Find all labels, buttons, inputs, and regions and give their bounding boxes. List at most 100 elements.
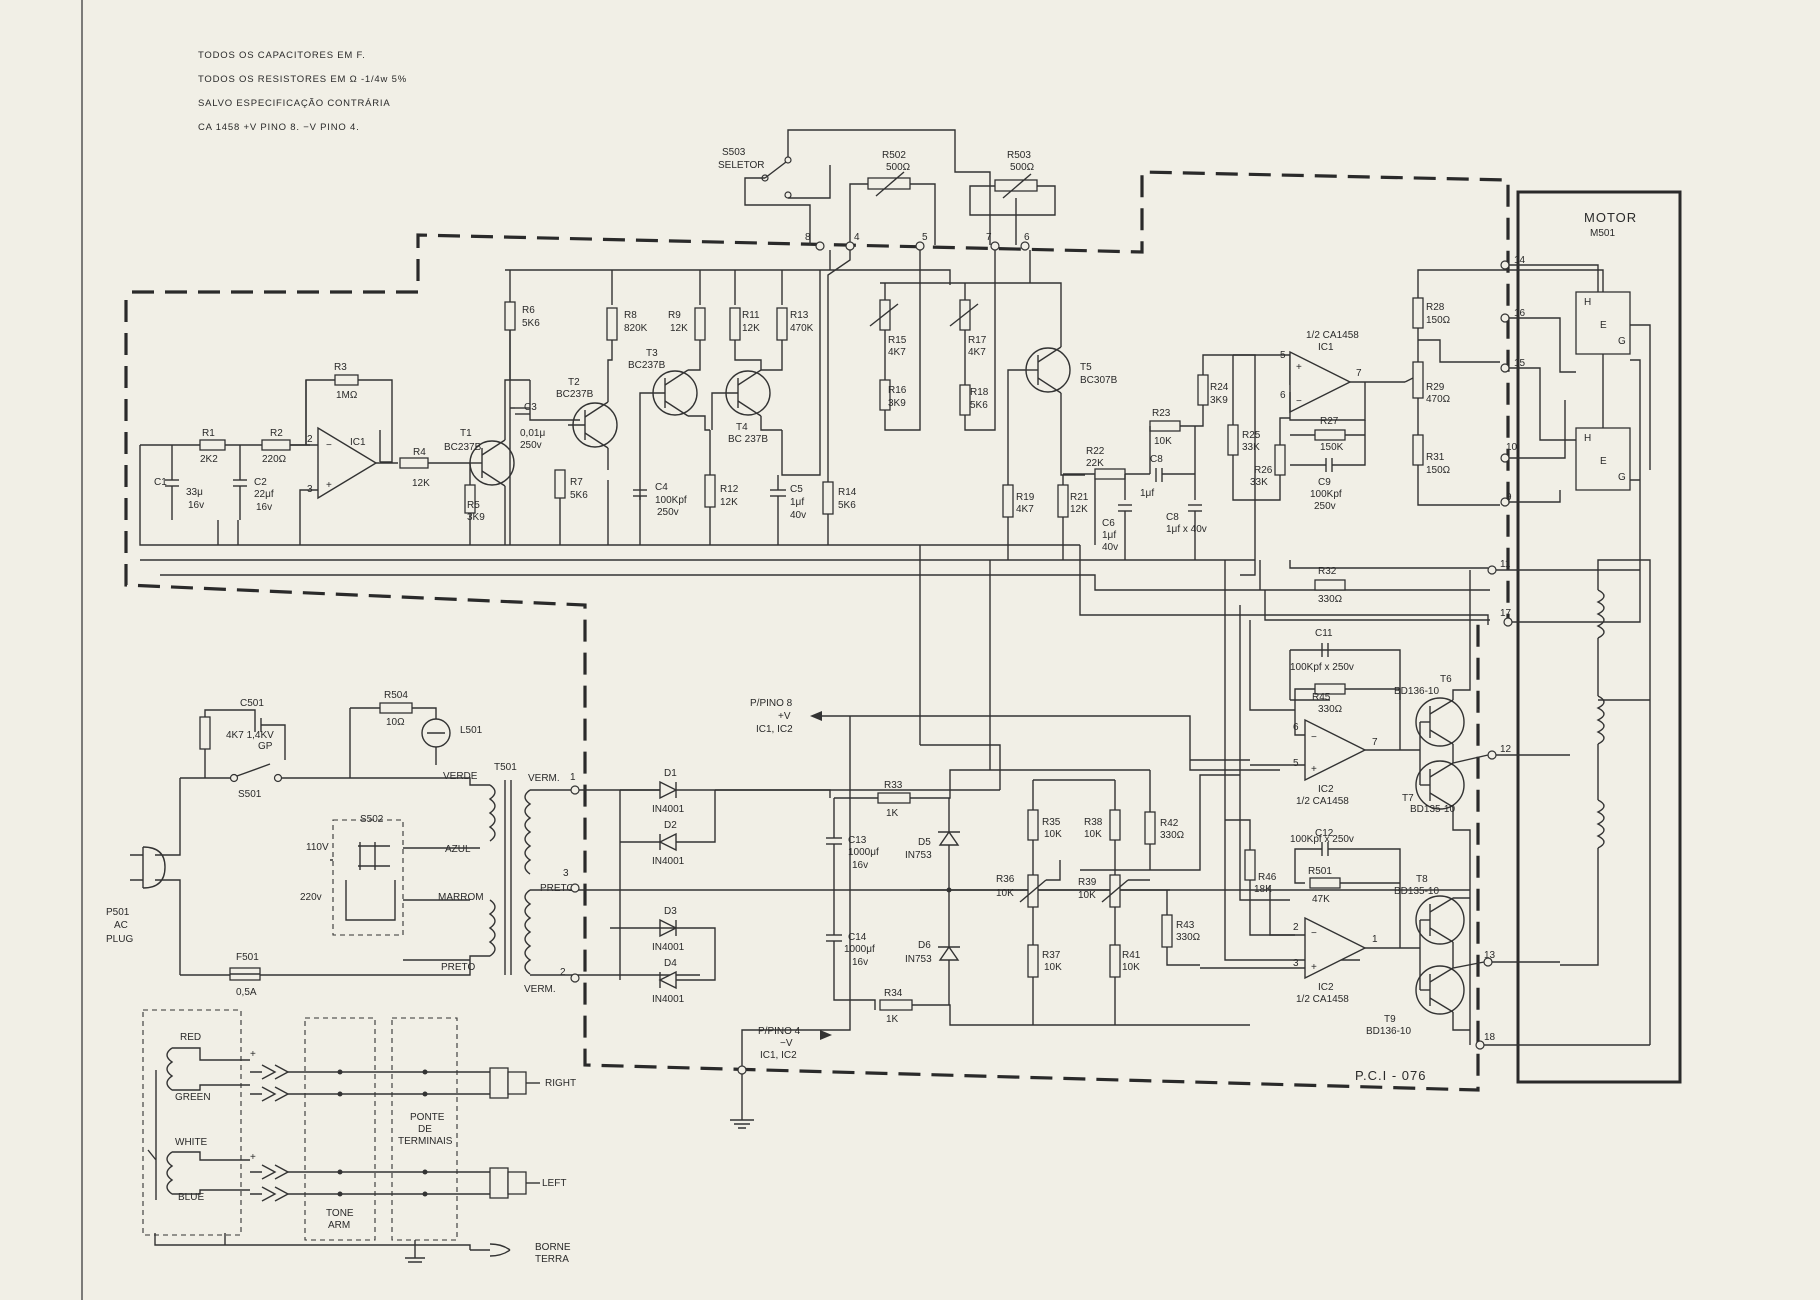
terminal-label: 11 bbox=[1500, 559, 1511, 570]
svg-text:10K: 10K bbox=[1044, 829, 1062, 840]
motor-hall-block: H E G bbox=[1575, 427, 1631, 491]
svg-text:3: 3 bbox=[1293, 958, 1299, 969]
svg-text:IC1, IC2: IC1, IC2 bbox=[760, 1050, 797, 1061]
resistor-r34: R34 1K bbox=[879, 988, 913, 1025]
svg-text:10K: 10K bbox=[1078, 890, 1096, 901]
component-ref: R18 bbox=[970, 387, 989, 398]
capacitor-c8: C8 1μf x 40v bbox=[1166, 504, 1207, 535]
component-value: 1μf bbox=[1102, 530, 1116, 541]
capacitor-c11: C11 100Kpf x 250v bbox=[1290, 628, 1354, 673]
component-ref: R26 bbox=[1254, 465, 1273, 476]
motor-hall-block: H E G bbox=[1575, 291, 1631, 355]
resistor-r44: R45 330Ω bbox=[1312, 683, 1346, 715]
svg-text:3: 3 bbox=[563, 868, 569, 879]
terminal-label: 13 bbox=[1484, 950, 1496, 961]
svg-text:16v: 16v bbox=[852, 957, 868, 968]
diode-d4: D4 IN4001 bbox=[652, 958, 685, 1005]
power-switch-s501[interactable]: S501 bbox=[229, 763, 283, 800]
svg-text:+: + bbox=[250, 1049, 256, 1060]
component-ref: T4 bbox=[736, 422, 748, 433]
opamp-ref: 1/2 CA1458 bbox=[1296, 796, 1349, 807]
svg-text:6: 6 bbox=[1280, 390, 1286, 401]
resistor-r23: R23 10K bbox=[1149, 408, 1181, 447]
board-outline bbox=[124, 300, 1480, 1092]
svg-text:S501: S501 bbox=[238, 789, 262, 800]
resistor-r27: R27 150K bbox=[1314, 416, 1346, 453]
component-value: 12K bbox=[412, 478, 430, 489]
component-ref: R46 bbox=[1258, 872, 1277, 883]
svg-text:1000μf: 1000μf bbox=[844, 944, 875, 955]
component-type: BC237B bbox=[444, 442, 482, 453]
resistor-r38: R38 10K bbox=[1084, 809, 1121, 841]
svg-text:RIGHT: RIGHT bbox=[545, 1078, 576, 1089]
component-value: 12K bbox=[742, 323, 760, 334]
motor-winding bbox=[1596, 589, 1605, 849]
terminal-label: 16 bbox=[1514, 308, 1526, 319]
component-ref: C1 bbox=[154, 477, 167, 488]
svg-text:6: 6 bbox=[1293, 722, 1299, 733]
pin-label: 6 bbox=[1024, 232, 1030, 243]
component-type: BD135-10 bbox=[1394, 886, 1439, 897]
component-value: 3K9 bbox=[467, 512, 485, 523]
svg-text:IC1, IC2: IC1, IC2 bbox=[756, 724, 793, 735]
terminal-label: 18 bbox=[1484, 1032, 1496, 1043]
component-ref: T8 bbox=[1416, 874, 1428, 885]
resistor-r11: R11 12K bbox=[729, 307, 760, 341]
component-type: BD136-10 bbox=[1366, 1026, 1411, 1037]
opamp-ref: 1/2 CA1458 bbox=[1296, 994, 1349, 1005]
pot-ref: R502 bbox=[882, 150, 906, 161]
component-ref: C4 bbox=[655, 482, 668, 493]
pin-label: 5 bbox=[922, 232, 928, 243]
ground-terminal: BORNE TERRA bbox=[470, 1242, 571, 1265]
svg-text:10Ω: 10Ω bbox=[386, 717, 405, 728]
wire-label: RED bbox=[180, 1032, 201, 1043]
svg-text:R39: R39 bbox=[1078, 877, 1097, 888]
fuse-f501: F501 0,5A bbox=[229, 952, 261, 998]
svg-text:5: 5 bbox=[1293, 758, 1299, 769]
motor-ref: M501 bbox=[1590, 228, 1615, 239]
component-ref: R45 bbox=[1312, 692, 1331, 703]
svg-text:C14: C14 bbox=[848, 932, 867, 943]
pin-label: 7 bbox=[986, 232, 992, 243]
resistor-r8: R8 820K bbox=[606, 307, 648, 341]
resistor-r12: R12 12K bbox=[704, 474, 739, 508]
opamp-ref: 1/2 CA1458 bbox=[1306, 330, 1359, 341]
component-type: BC 237B bbox=[728, 434, 768, 445]
svg-text:−: − bbox=[1296, 396, 1302, 407]
svg-text:10K: 10K bbox=[1084, 829, 1102, 840]
zener-d6: D6 IN753 bbox=[905, 940, 960, 965]
component-value: 150K bbox=[1320, 442, 1344, 453]
voltage-switch-s502[interactable]: S502 110V 220v bbox=[300, 814, 404, 936]
component-ref: R3 bbox=[334, 362, 347, 373]
opamp-ic2-upper: − + 6 5 7 IC2 1/2 CA1458 bbox=[1293, 718, 1378, 807]
opamp-ref: IC1 bbox=[1318, 342, 1334, 353]
terminal-label: 17 bbox=[1500, 608, 1512, 619]
svg-text:10K: 10K bbox=[996, 888, 1014, 899]
component-value: 4K7 bbox=[968, 347, 986, 358]
resistor-r42: R42 330Ω bbox=[1144, 811, 1185, 845]
component-ref: R25 bbox=[1242, 430, 1261, 441]
svg-text:2: 2 bbox=[560, 967, 566, 978]
terminal-label: 9 bbox=[1506, 492, 1512, 503]
component-value: 330Ω bbox=[1318, 594, 1343, 605]
capacitor-c4: C4 100Kpf 250v bbox=[633, 482, 687, 518]
component-value: 3K9 bbox=[888, 398, 906, 409]
svg-text:4K7 1,4KV: 4K7 1,4KV bbox=[226, 730, 274, 741]
note-line: TODOS OS RESISTORES EM Ω -1/4w 5% bbox=[198, 74, 407, 85]
motor-hall-letter: H bbox=[1584, 297, 1591, 308]
selector-switch[interactable]: S503 SELETOR bbox=[718, 129, 956, 245]
svg-text:1: 1 bbox=[1372, 934, 1378, 945]
component-ref: R28 bbox=[1426, 302, 1445, 313]
resistor-r6: R6 5K6 bbox=[504, 301, 540, 331]
component-ref: R13 bbox=[790, 310, 809, 321]
svg-text:C501: C501 bbox=[240, 698, 264, 709]
board-outline bbox=[132, 170, 1510, 618]
resistor-r25: R25 33K bbox=[1227, 424, 1261, 456]
component-ref: C8 bbox=[1150, 454, 1163, 465]
transistor-t4: T4 BC 237B bbox=[721, 369, 771, 445]
svg-text:C13: C13 bbox=[848, 835, 867, 846]
component-ref: C8 bbox=[1166, 512, 1179, 523]
resistor-r1: R1 2K2 bbox=[199, 428, 226, 465]
transistor-t9: T9 BD136-10 bbox=[1366, 965, 1465, 1037]
